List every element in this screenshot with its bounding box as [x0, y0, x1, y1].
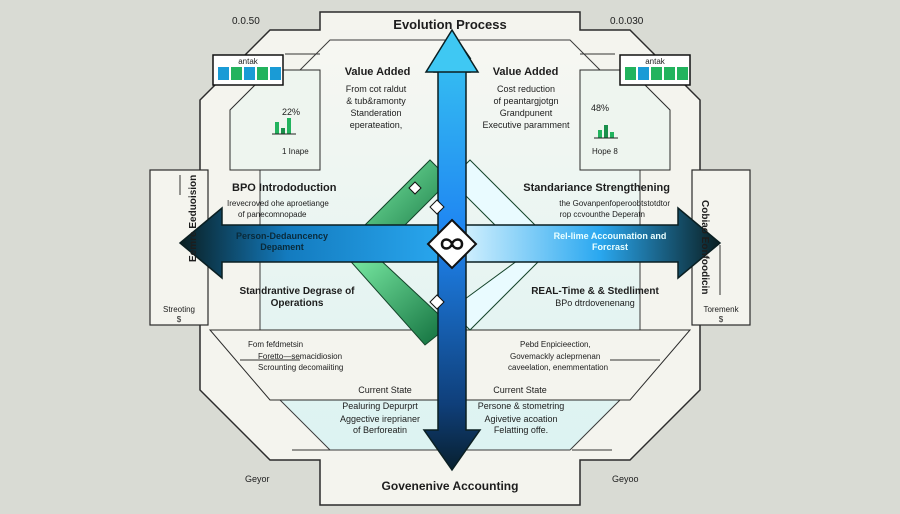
realtime-strengthening-line-2: BPo dtrdovenenang	[555, 298, 635, 308]
value-added-right-line-1: Cost reduction	[496, 84, 556, 94]
value-added-left-line-2: & tub&ramonty	[346, 96, 406, 106]
current-state-right-line-2: Agivetive acoation	[484, 414, 558, 424]
current-state-left-line-2: Aggective ireprianer	[339, 414, 421, 424]
right-legend	[619, 54, 691, 86]
current-state-left-line-1: Pealuring Depurprt	[342, 401, 418, 411]
left-legend	[212, 54, 284, 86]
left-side-foot-line-1: Streoting	[162, 305, 196, 314]
right-side-vertical-label: Cobiao Eonfoodicin	[699, 200, 710, 295]
lower-left-note-3: Scrounting decomaiiting	[258, 363, 344, 372]
standard-strength-heading: Standariance Strengthening	[523, 182, 670, 194]
lower-right-note-3: caveelation, enemmentation	[508, 363, 609, 372]
right-percent: 48%	[591, 103, 610, 113]
current-state-right-line-1: Persone & stometring	[477, 401, 565, 411]
value-added-left-line-1: From cot raldut	[345, 84, 407, 94]
bottom-title: Govenenive Accounting	[381, 479, 519, 493]
bottom-left-label: Geyor	[245, 474, 270, 484]
value-added-right-line-3: Grandpunent	[499, 108, 553, 118]
standard-strength-line-1: the Govanpenfoperoobtstotdtor	[559, 199, 670, 208]
bpo-intro-line-2: of panecomnopade	[238, 210, 307, 219]
standard-strength-line-2: rop ccvounthe Deperatn	[559, 210, 645, 219]
leader-lines	[179, 53, 721, 451]
diamond-markers	[408, 181, 445, 310]
value-added-left-heading: Value Added	[344, 66, 411, 78]
right-side-foot-line-2: $	[718, 315, 724, 324]
infinity-node	[426, 218, 478, 270]
lower-left-note-1: Fom fefdmetsin	[248, 340, 304, 349]
right-legend-label: antak	[645, 57, 665, 66]
right-arrow-label-line-1: Rel-lime Accoumation and	[553, 231, 667, 241]
left-arrow-label-line-1: Person-Dedauncency	[235, 231, 329, 241]
left-bar-icon	[272, 118, 296, 135]
left-wing-panel	[229, 69, 321, 171]
vertical-arrow-head-top	[424, 28, 480, 73]
current-state-right-line-3: Felatting offe.	[493, 425, 549, 435]
value-added-right-line-2: of peantargjotgn	[493, 96, 559, 106]
lower-right-note-1: Pebd Enpicieection,	[520, 340, 591, 349]
bpo-intro-heading: BPO Intrododuction	[232, 182, 337, 194]
value-added-left-line-3: Standeration	[350, 108, 402, 118]
left-side-foot-line-2: $	[176, 315, 182, 324]
left-arrow-label-line-2: Depament	[260, 242, 304, 252]
standard-degrase-line-1: Standrantive Degrase of	[239, 286, 355, 297]
right-arrow	[451, 206, 722, 280]
standard-degrase-line-2: Operations	[270, 298, 324, 309]
left-legend-label: antak	[238, 57, 258, 66]
top-left-counter: 0.0.50	[232, 16, 260, 27]
left-arrow	[178, 206, 449, 280]
bottom-right-label: Geyoo	[612, 474, 639, 484]
bpo-intro-line-1: Irevecroved ohe aproetiange	[227, 199, 329, 208]
value-added-left-line-4: eperateation,	[349, 120, 403, 130]
left-small-label: 1 Inape	[282, 147, 309, 156]
realtime-strengthening-line-1: REAL-Time & & Stedliment	[531, 286, 659, 297]
current-state-right-heading: Current State	[493, 385, 547, 395]
lower-right-note-2: Govemackly acleprnenan	[510, 352, 601, 361]
right-arrow-label-line-2: Forcrast	[591, 242, 628, 252]
right-side-foot-line-1: Toremenk	[703, 305, 739, 314]
right-bar-icon	[594, 125, 618, 139]
current-state-left-line-3: of Berforeatin	[352, 425, 408, 435]
left-side-vertical-label: Eemre Eeduoision	[188, 174, 199, 262]
value-added-right-line-4: Executive paramment	[482, 120, 570, 130]
current-state-left-heading: Current State	[358, 385, 412, 395]
top-right-counter: 0.0.030	[610, 16, 644, 27]
lower-left-note-2: Foretto—semacidiosion	[258, 352, 343, 361]
left-percent: 22%	[282, 107, 301, 117]
value-added-right-heading: Value Added	[492, 66, 559, 78]
diagram-title: Evolution Process	[393, 17, 507, 32]
right-small-label: Hope 8	[592, 147, 618, 156]
